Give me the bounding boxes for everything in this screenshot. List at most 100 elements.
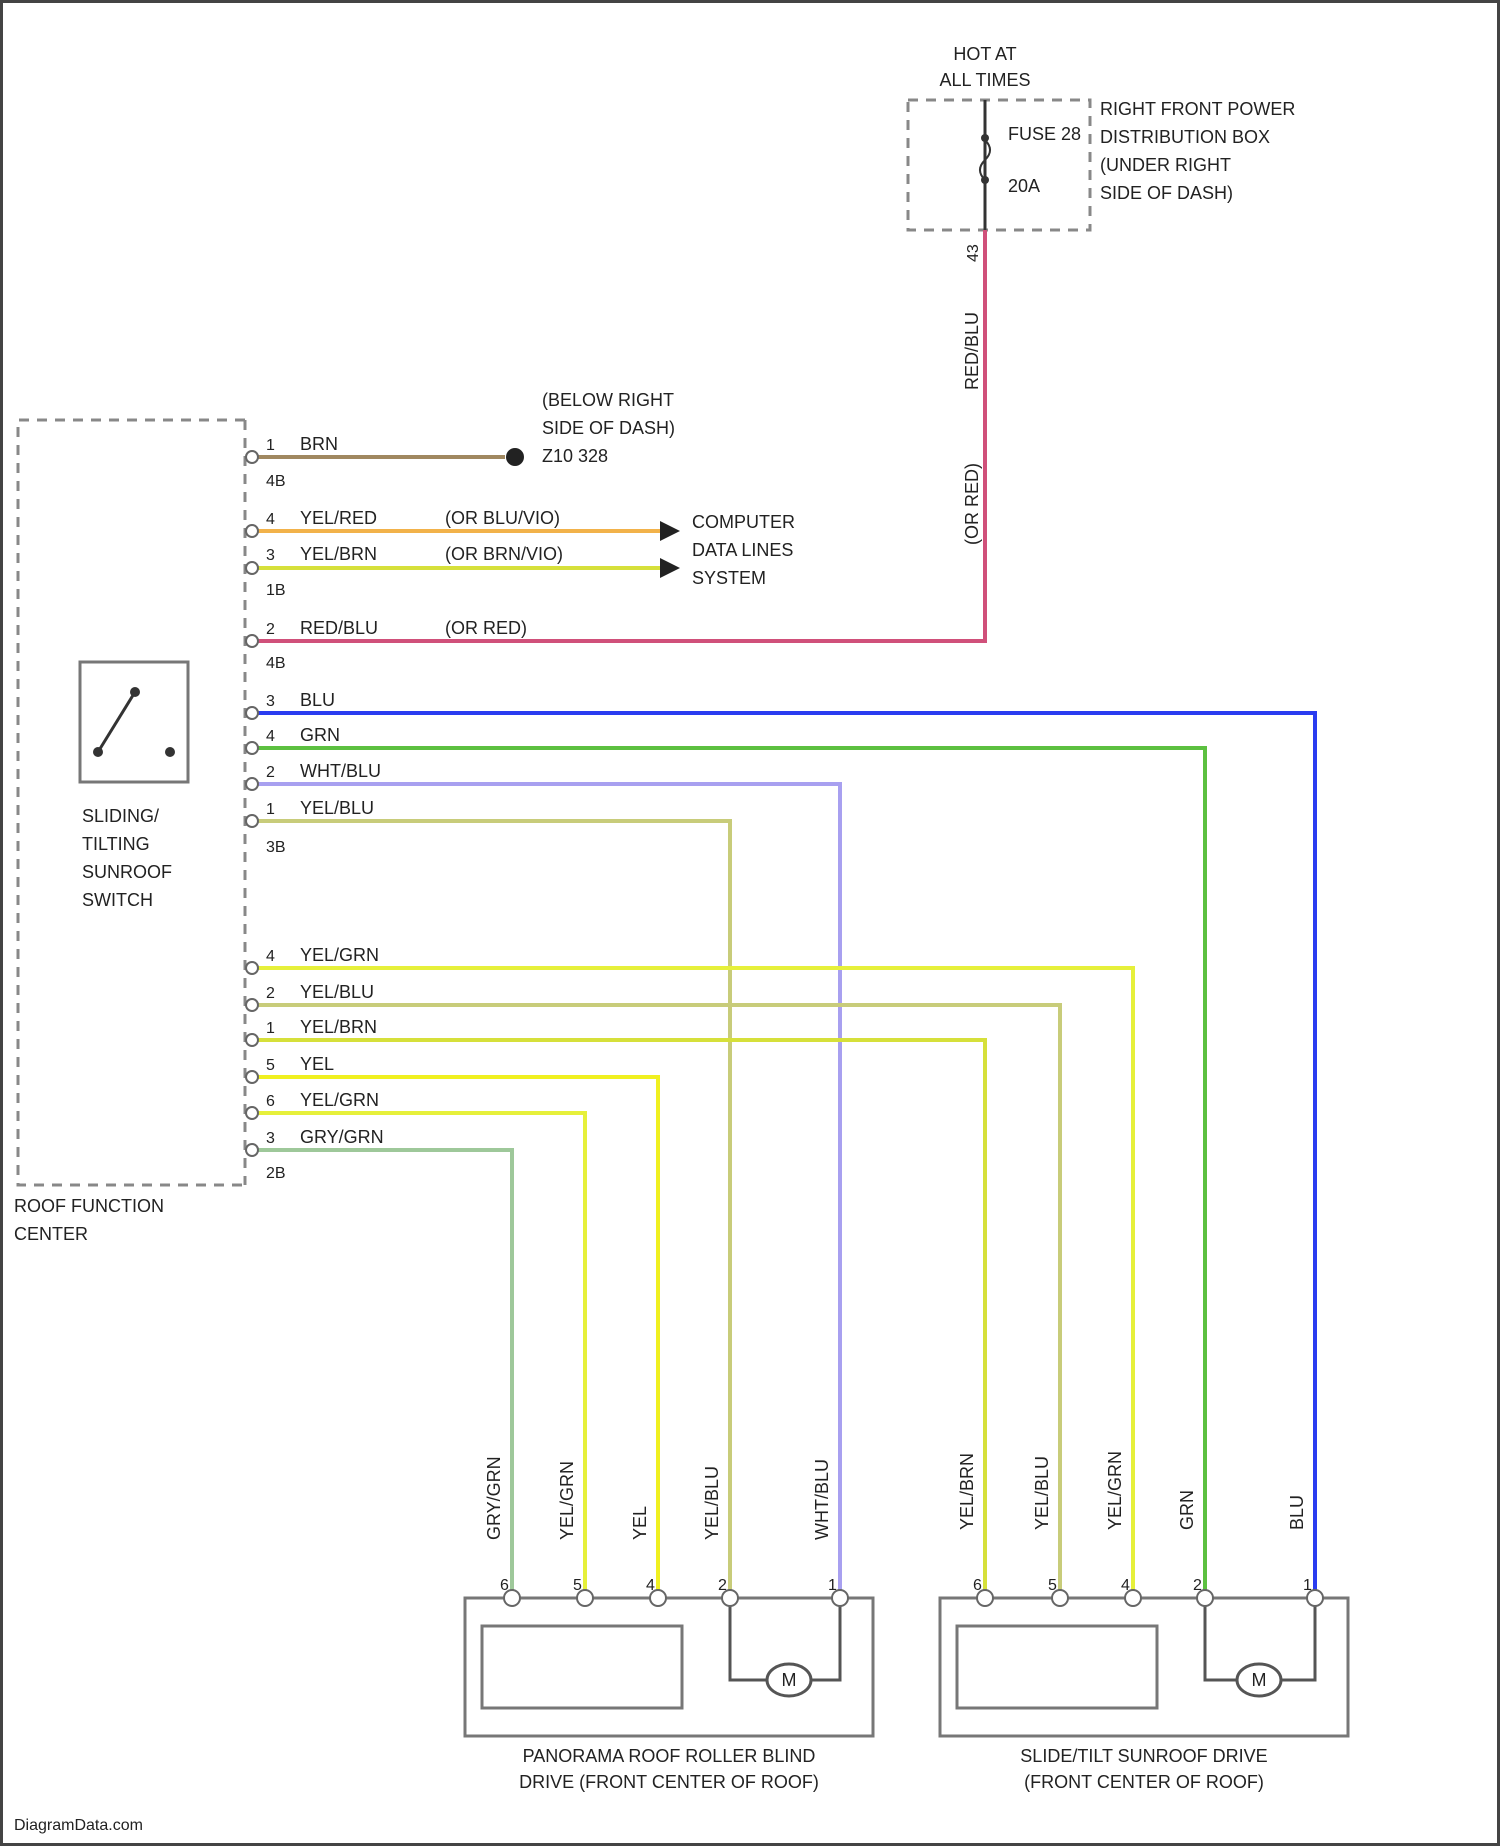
power-box-line-1: RIGHT FRONT POWER (1100, 99, 1295, 119)
roller-drive-pins: 6 5 4 2 1 GRY/GRN YEL/GRN YEL YEL/BLU WH… (484, 1456, 848, 1606)
rc-wire-alt-3: (OR BRN/VIO) (445, 544, 563, 564)
data-lines-label-1: COMPUTER (692, 512, 795, 532)
rc-pin-8: 1 (266, 801, 275, 818)
roof-center-pins (246, 451, 258, 1156)
roller-wire-label-3: YEL (630, 1506, 650, 1540)
rc-wire-label-7: WHT/BLU (300, 761, 381, 781)
roller-motor-label: M (782, 1670, 797, 1690)
power-wire-alt-label: (OR RED) (962, 463, 982, 545)
data-arrow-1 (660, 521, 680, 541)
sunroof-pin-2: 5 (1048, 1577, 1057, 1594)
wire-yel-grn-right (258, 968, 1133, 1600)
rc-wire-label-2: YEL/RED (300, 508, 377, 528)
rc-pin-7: 2 (266, 764, 275, 781)
rc-pin-5: 3 (266, 693, 275, 710)
rc-wire-alt-2: (OR BLU/VIO) (445, 508, 560, 528)
switch-label-4: SWITCH (82, 890, 153, 910)
rc-pin-dot-13 (246, 1107, 258, 1119)
rc-wire-label-13: YEL/GRN (300, 1090, 379, 1110)
rc-pin-dot-4 (246, 635, 258, 647)
wire-yel-brn-right (258, 1040, 985, 1600)
rc-pin-dot-1 (246, 451, 258, 463)
sunroof-wire-label-3: YEL/GRN (1105, 1451, 1125, 1530)
roller-wire-label-5: WHT/BLU (812, 1459, 832, 1540)
rc-pin-10: 2 (266, 985, 275, 1002)
rc-wire-alt-4: (OR RED) (445, 618, 527, 638)
roller-pin-1: 6 (500, 1577, 509, 1594)
power-pin: 43 (965, 244, 982, 262)
sunroof-pin-1: 6 (973, 1577, 982, 1594)
rc-pin-2: 4 (266, 511, 275, 528)
sunroof-wire-label-1: YEL/BRN (957, 1453, 977, 1530)
switch-contact-2 (130, 687, 140, 697)
sunroof-drive-pins: 6 5 4 2 1 YEL/BRN YEL/BLU YEL/GRN GRN BL… (957, 1451, 1323, 1606)
roller-pin-2: 5 (573, 1577, 582, 1594)
hot-label-1: HOT AT (953, 44, 1016, 64)
roller-wire-label-1: GRY/GRN (484, 1456, 504, 1540)
roof-function-center-outline (18, 420, 245, 1185)
sunroof-switch-symbol (80, 662, 188, 782)
wire-blu (258, 713, 1315, 1600)
roller-wire-label-2: YEL/GRN (557, 1461, 577, 1540)
switch-label-3: SUNROOF (82, 862, 172, 882)
ground-label-2: SIDE OF DASH) (542, 418, 675, 438)
rc-pin-dot-2 (246, 525, 258, 537)
power-box-line-2: DISTRIBUTION BOX (1100, 127, 1270, 147)
sunroof-drive-name-1: SLIDE/TILT SUNROOF DRIVE (1020, 1746, 1267, 1766)
rc-wire-label-10: YEL/BLU (300, 982, 374, 1002)
rc-wire-label-4: RED/BLU (300, 618, 378, 638)
roller-blind-drive-module (482, 1626, 682, 1708)
rc-pin-dot-3 (246, 562, 258, 574)
switch-label-1: SLIDING/ (82, 806, 159, 826)
sunroof-pin-4: 2 (1193, 1577, 1202, 1594)
rc-pin-dot-12 (246, 1071, 258, 1083)
rc-wire-label-3: YEL/BRN (300, 544, 377, 564)
rc-pin-4: 2 (266, 621, 275, 638)
roller-blind-drive-box (465, 1598, 873, 1736)
fuse-box-outline (908, 100, 1090, 230)
rc-pin-12: 5 (266, 1057, 275, 1074)
sunroof-motor-label: M (1252, 1670, 1267, 1690)
fuse-name: FUSE 28 (1008, 124, 1081, 144)
wire-yel-grn-left (258, 1113, 585, 1600)
rc-pin-11: 1 (266, 1020, 275, 1037)
ground-label-1: (BELOW RIGHT (542, 390, 674, 410)
roof-center-name-1: ROOF FUNCTION (14, 1196, 164, 1216)
sunroof-motor-lead-2 (1278, 1600, 1315, 1680)
sunroof-wire-label-2: YEL/BLU (1032, 1456, 1052, 1530)
power-wire-label: RED/BLU (962, 312, 982, 390)
sunroof-wire-label-4: GRN (1177, 1490, 1197, 1530)
sunroof-wire-label-5: BLU (1287, 1495, 1307, 1530)
watermark: DiagramData.com (14, 1817, 143, 1834)
rc-wire-label-11: YEL/BRN (300, 1017, 377, 1037)
power-box-line-3: (UNDER RIGHT (1100, 155, 1231, 175)
hot-label-2: ALL TIMES (939, 70, 1030, 90)
roller-wire-label-4: YEL/BLU (702, 1466, 722, 1540)
roller-drive-name-1: PANORAMA ROOF ROLLER BLIND (523, 1746, 816, 1766)
connector-id-2: 1B (266, 582, 286, 599)
sunroof-pin-5: 1 (1303, 1577, 1312, 1594)
ground-point (506, 448, 524, 466)
wire-wht-blu (258, 784, 840, 1600)
wire-gry-grn-left (258, 1150, 512, 1600)
switch-contact-1 (93, 747, 103, 757)
roller-pin-4: 2 (718, 1577, 727, 1594)
rc-wire-label-1: BRN (300, 434, 338, 454)
roller-pin-5: 1 (828, 1577, 837, 1594)
roller-motor-lead-1 (730, 1600, 770, 1680)
data-arrow-2 (660, 558, 680, 578)
rc-wire-label-9: YEL/GRN (300, 945, 379, 965)
rc-pin-13: 6 (266, 1093, 275, 1110)
sunroof-drive-box (940, 1598, 1348, 1736)
rc-pin-6: 4 (266, 728, 275, 745)
rc-pin-14: 3 (266, 1130, 275, 1147)
rc-pin-9: 4 (266, 948, 275, 965)
roller-pin-3: 4 (646, 1577, 655, 1594)
rc-wire-label-5: BLU (300, 690, 335, 710)
connector-id-1: 4B (266, 473, 286, 490)
rc-pin-3: 3 (266, 547, 275, 564)
power-box-line-4: SIDE OF DASH) (1100, 183, 1233, 203)
connector-id-5: 2B (266, 1165, 286, 1182)
rc-wire-label-12: YEL (300, 1054, 334, 1074)
